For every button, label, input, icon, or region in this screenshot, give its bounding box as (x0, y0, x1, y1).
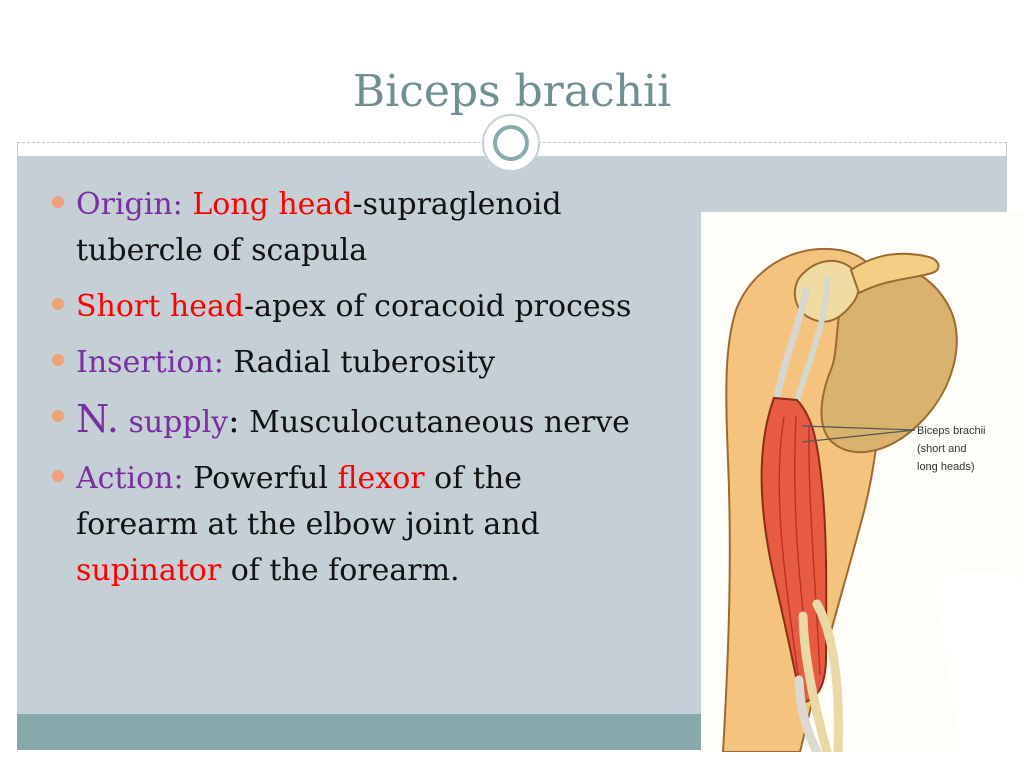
circle-ornament-inner-icon (493, 125, 529, 161)
bullet-action: Action: Powerful flexor of the forearm a… (52, 456, 637, 594)
slide-title: Biceps brachii (352, 66, 672, 117)
nerve-description: Musculocutaneous nerve (249, 405, 630, 440)
long-head-label: Long head (192, 187, 353, 222)
diagram-label-line-3: long heads) (917, 461, 975, 473)
insertion-description: Radial tuberosity (233, 345, 496, 380)
flexor-label: flexor (337, 461, 425, 496)
diagram-label-line-2: (short and (917, 443, 967, 455)
short-head-description: -apex of coracoid process (244, 289, 632, 324)
label-pointer (801, 425, 916, 443)
biceps-short-head-tendon (794, 276, 830, 403)
nerve-separator: : (228, 401, 240, 441)
diagram-label-line-1: Biceps brachii (917, 425, 985, 437)
bullet-dot-icon (52, 410, 64, 422)
distal-biceps-tendon (794, 675, 822, 752)
bullet-list: Origin: Long head-supraglenoid tubercle … (52, 182, 637, 604)
bullet-insertion: Insertion: Radial tuberosity (52, 340, 637, 386)
forearm-bones (798, 599, 843, 752)
action-text-before: Powerful (193, 461, 328, 496)
bullet-nerve-supply: N. supply: Musculocutaneous nerve (52, 396, 637, 446)
shadow-right-side (933, 571, 1024, 752)
bullet-dot-icon (52, 196, 64, 208)
nerve-supply-label: supply (128, 405, 229, 440)
action-text-after: of the forearm. (230, 553, 460, 588)
supinator-label: supinator (76, 553, 222, 588)
scapula-shape (820, 262, 958, 454)
origin-label: Origin: (76, 187, 183, 222)
anatomy-illustration: Biceps brachii (short and long heads) (701, 212, 1024, 752)
biceps-long-head-tendon (773, 286, 810, 402)
insertion-label: Insertion: (76, 345, 224, 380)
bullet-origin: Origin: Long head-supraglenoid tubercle … (52, 182, 637, 274)
circle-ornament-icon (482, 114, 540, 172)
action-label: Action: (76, 461, 184, 496)
bullet-dot-icon (52, 354, 64, 366)
action-text-middle: of the forearm at the elbow joint and (76, 461, 540, 542)
coracoid-process (849, 252, 940, 295)
bullet-short-head: Short head-apex of coracoid process (52, 284, 637, 330)
bullet-dot-icon (52, 298, 64, 310)
short-head-label: Short head (76, 289, 245, 324)
nerve-prefix: N. (76, 397, 119, 441)
bullet-dot-icon (52, 470, 64, 482)
biceps-brachii-illustration: Biceps brachii (short and long heads) (701, 212, 1024, 752)
origin-description: -supraglenoid tubercle of scapula (76, 187, 562, 268)
